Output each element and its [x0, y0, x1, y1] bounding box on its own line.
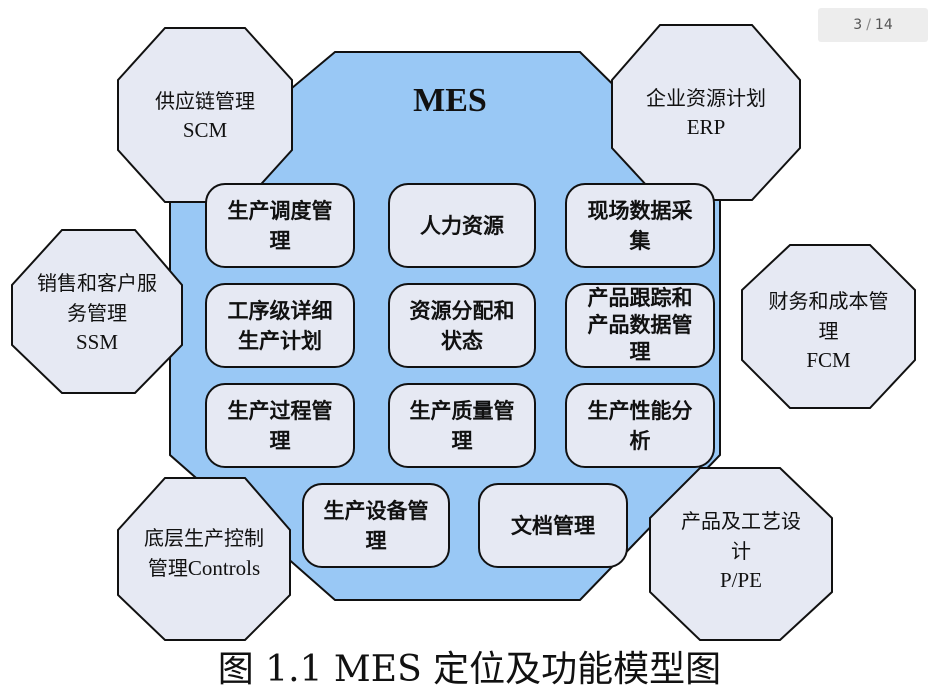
page-indicator: 3 / 14	[818, 8, 928, 42]
external-abbr: ERP	[686, 115, 726, 139]
module-line: 理	[451, 428, 473, 453]
module-line: 析	[629, 428, 651, 453]
external-fcm: 财务和成本管 理 FCM	[742, 280, 915, 380]
external-label: 管理	[147, 556, 188, 580]
module-line: 生产调度管	[227, 198, 333, 223]
module-performance-analysis: 生产性能分析	[565, 383, 715, 468]
module-line: 生产计划	[238, 328, 322, 353]
external-octagon-fcm	[741, 244, 916, 409]
external-ppe: 产品及工艺设 计 P/PE	[650, 500, 832, 600]
module-equipment-management: 生产设备管理	[302, 483, 450, 568]
external-scm: 供应链管理 SCM	[118, 70, 292, 160]
module-line: 生产过程管	[227, 398, 333, 423]
module-document-management: 文档管理	[478, 483, 628, 568]
external-octagon-erp	[611, 24, 801, 201]
module-detailed-planning: 工序级详细生产计划	[205, 283, 355, 368]
module-process-management: 生产过程管理	[205, 383, 355, 468]
figure-caption: 图 1.1 MES 定位及功能模型图	[217, 649, 722, 690]
module-line: 生产设备管	[323, 498, 429, 523]
external-abbr: P/PE	[719, 568, 763, 592]
module-resource-allocation: 资源分配和状态	[388, 283, 536, 368]
module-human-resources: 人力资源	[388, 183, 536, 268]
page-total: 14	[874, 17, 893, 33]
module-line: 理	[269, 428, 291, 453]
page-current: 3	[853, 17, 863, 33]
module-line: 产品数据管	[587, 313, 693, 337]
page-separator: /	[866, 17, 871, 33]
external-label: 销售和客户服	[37, 271, 157, 295]
external-abbr: FCM	[806, 348, 851, 372]
module-line: 理	[365, 528, 387, 553]
external-ssm: 销售和客户服 务管理 SSM	[12, 262, 182, 362]
module-quality-management: 生产质量管理	[388, 383, 536, 468]
module-product-tracking: 产品跟踪和产品数据管理	[565, 283, 715, 368]
external-octagon-ssm	[11, 229, 183, 394]
module-line: 资源分配和	[409, 298, 515, 323]
external-label: 供应链管理	[155, 89, 255, 113]
external-abbr: SCM	[182, 118, 228, 142]
module-line: 集	[629, 228, 651, 253]
module-line: 生产质量管	[409, 398, 515, 423]
external-octagon-controls	[117, 477, 291, 641]
external-label: 财务和成本管	[768, 289, 889, 313]
module-line: 理	[629, 340, 651, 364]
external-label: 企业资源计划	[646, 86, 766, 110]
mes-title: MES	[413, 82, 487, 119]
external-label: 底层生产控制	[144, 526, 264, 550]
external-label: 务管理	[67, 301, 127, 325]
module-line: 产品跟踪和	[587, 286, 693, 310]
external-octagon-ppe	[649, 467, 833, 641]
external-label: 产品及工艺设	[681, 509, 801, 533]
module-line: 人力资源	[420, 213, 504, 238]
external-controls: 底层生产控制 管理Controls	[118, 518, 290, 588]
module-line: 生产性能分	[587, 398, 693, 423]
external-abbr: SSM	[75, 330, 119, 354]
module-line: 现场数据采	[587, 198, 693, 223]
external-label: 计	[731, 539, 751, 563]
external-label: 理	[818, 319, 839, 343]
module-line: 工序级详细	[227, 298, 333, 323]
external-erp: 企业资源计划 ERP	[612, 67, 800, 157]
external-abbr: Controls	[187, 556, 261, 580]
module-line: 文档管理	[511, 513, 595, 538]
module-line: 理	[269, 228, 291, 253]
module-production-scheduling: 生产调度管理	[205, 183, 355, 268]
module-data-collection: 现场数据采集	[565, 183, 715, 268]
module-line: 状态	[441, 328, 483, 353]
